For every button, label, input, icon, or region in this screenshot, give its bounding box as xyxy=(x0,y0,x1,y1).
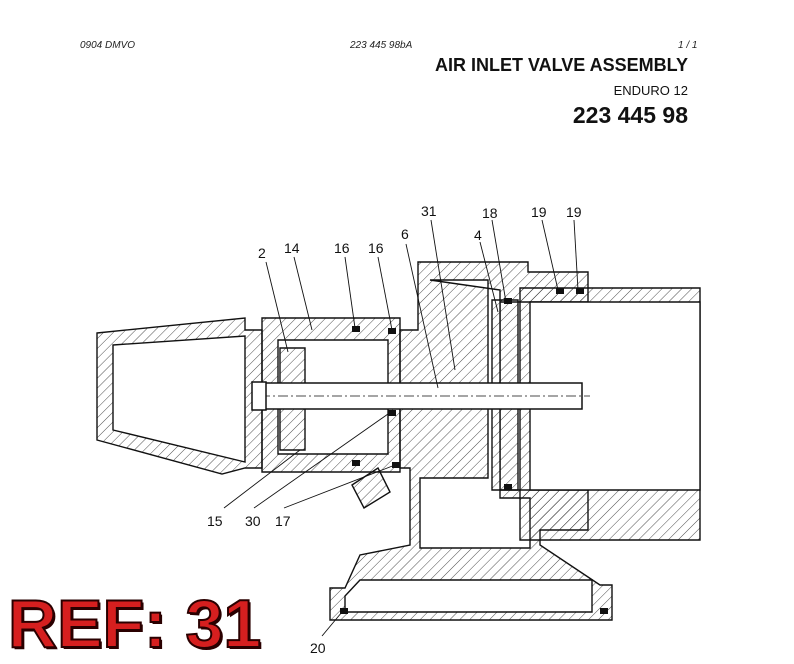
seal-ring xyxy=(352,460,360,466)
callout-label: 15 xyxy=(207,513,223,529)
callout-label: 2 xyxy=(258,245,266,261)
callout-label: 14 xyxy=(284,240,300,256)
right-sleeve-bore xyxy=(529,301,701,491)
ref-stamp: REF: 31 xyxy=(7,586,262,662)
callout-label: 20 xyxy=(310,640,326,656)
leader-lines xyxy=(223,219,579,637)
document-reference: 223 445 98bA xyxy=(350,40,413,51)
model-subtitle: ENDURO 12 xyxy=(613,83,688,98)
callout-label: 4 xyxy=(474,227,482,243)
callout-label: 16 xyxy=(334,240,350,256)
callout-label: 6 xyxy=(401,226,409,242)
seal-ring xyxy=(340,608,348,614)
seal-ring xyxy=(556,288,564,294)
callout-label: 19 xyxy=(531,204,547,220)
assembly-title: AIR INLET VALVE ASSEMBLY xyxy=(434,55,688,75)
left-housing-cavity xyxy=(112,335,246,463)
seal-ring xyxy=(392,462,400,468)
seal-ring xyxy=(600,608,608,614)
callout-label: 19 xyxy=(566,204,582,220)
callout-label: 18 xyxy=(482,205,498,221)
seal-ring xyxy=(576,288,584,294)
seal-ring xyxy=(504,298,512,304)
shaft-nut xyxy=(251,381,267,411)
part-number: 223 445 98 xyxy=(572,102,688,128)
document-code: 0904 DMVO xyxy=(80,40,136,51)
callout-label: 31 xyxy=(421,203,437,219)
callout-labels: 2 14 16 16 6 31 18 4 19 19 15 30 17 20 xyxy=(207,203,582,656)
callout-label: 17 xyxy=(275,513,291,529)
callout-label: 16 xyxy=(368,240,384,256)
angled-port xyxy=(351,466,391,509)
lower-outlet xyxy=(344,579,593,613)
seal-rings xyxy=(340,288,608,614)
seal-ring xyxy=(388,328,396,334)
seal-ring xyxy=(388,410,396,416)
seal-ring xyxy=(504,484,512,490)
callout-label: 30 xyxy=(245,513,261,529)
seal-ring xyxy=(352,326,360,332)
page-number: 1 / 1 xyxy=(678,40,698,51)
